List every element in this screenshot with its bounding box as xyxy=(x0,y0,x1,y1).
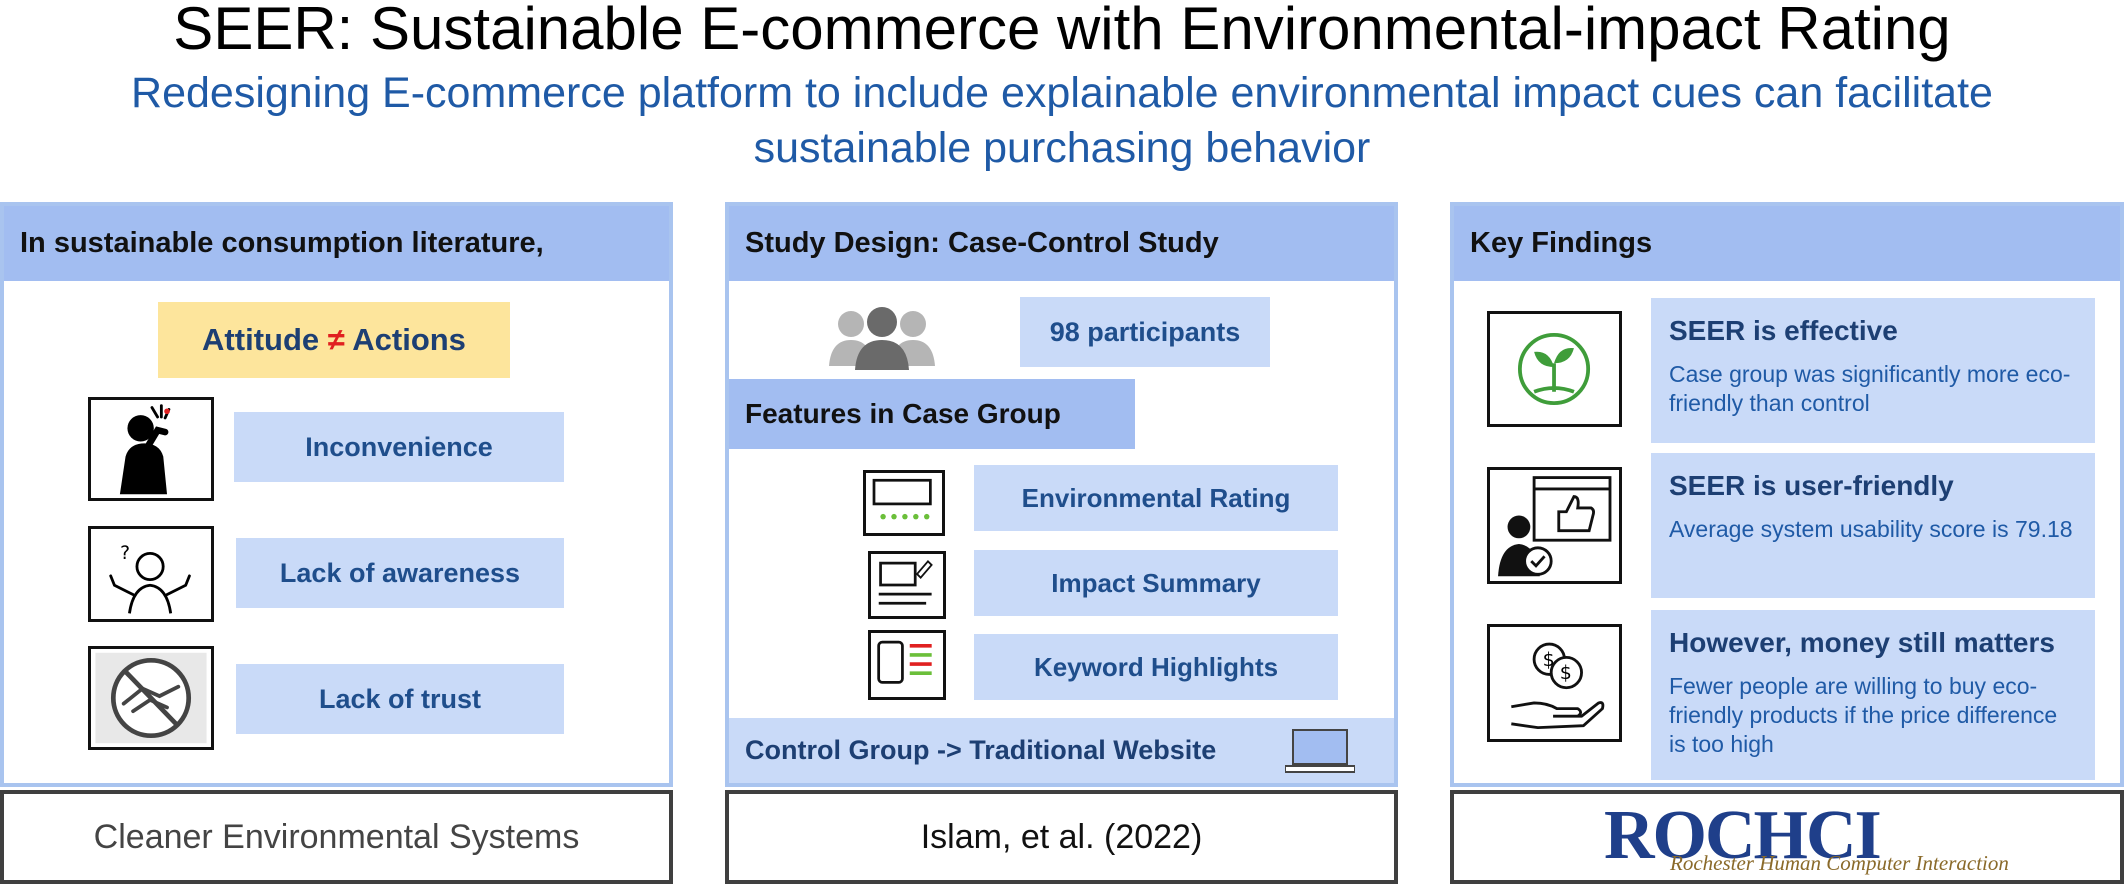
svg-text:$: $ xyxy=(1543,649,1555,671)
finding-title: SEER is effective xyxy=(1669,315,1898,346)
laptop-icon xyxy=(1285,729,1355,773)
barrier-awareness: Lack of awareness xyxy=(236,538,564,608)
finding-effective: SEER is effective Case group was signifi… xyxy=(1651,298,2095,443)
rating-screen-icon xyxy=(863,470,945,536)
key-findings-panel: Key Findings SEER is effective Case grou… xyxy=(1450,202,2124,787)
feature-impact-summary: Impact Summary xyxy=(974,550,1338,616)
finding-user-friendly: SEER is user-friendly Average system usa… xyxy=(1651,453,2095,598)
not-equal-symbol: ≠ xyxy=(327,322,345,357)
attitude-label: Attitude xyxy=(202,322,320,357)
finding-text: Case group was significantly more eco-fr… xyxy=(1669,361,2071,416)
finding-text: Average system usability score is 79.18 xyxy=(1669,516,2073,542)
svg-text:$: $ xyxy=(1560,662,1572,684)
control-group-label: Control Group -> Traditional Website xyxy=(745,735,1217,765)
citation-footer: Islam, et al. (2022) xyxy=(725,790,1398,884)
barrier-trust: Lack of trust xyxy=(236,664,564,734)
stressed-person-icon xyxy=(88,397,214,501)
control-group-bar: Control Group -> Traditional Website xyxy=(729,718,1394,783)
page-title: SEER: Sustainable E-commerce with Enviro… xyxy=(173,0,1951,62)
participants-count: 98 participants xyxy=(1020,297,1270,367)
case-group-heading: Features in Case Group xyxy=(729,379,1135,449)
thumbs-up-user-icon xyxy=(1487,467,1622,584)
participants-icon xyxy=(827,300,937,370)
literature-heading: In sustainable consumption literature, xyxy=(4,206,669,281)
journal-footer: Cleaner Environmental Systems xyxy=(0,790,673,884)
sprout-icon xyxy=(1487,311,1622,427)
barrier-inconvenience: Inconvenience xyxy=(234,412,564,482)
confused-person-icon: ? xyxy=(88,526,214,622)
key-findings-heading: Key Findings xyxy=(1454,206,2120,281)
summary-document-icon xyxy=(868,551,946,619)
svg-text:?: ? xyxy=(120,543,130,564)
highlight-screen-icon xyxy=(868,630,946,700)
finding-title: However, money still matters xyxy=(1669,627,2055,658)
finding-text: Fewer people are willing to buy eco-frie… xyxy=(1669,673,2058,757)
actions-label: Actions xyxy=(352,322,466,357)
money-hand-icon: $ $ xyxy=(1487,624,1622,742)
rochci-logo: ROCHCI xyxy=(1604,797,1882,874)
rochci-caption: Rochester Human Computer Interaction xyxy=(1670,851,2009,875)
literature-panel: In sustainable consumption literature, A… xyxy=(0,202,673,787)
study-design-heading: Study Design: Case-Control Study xyxy=(729,206,1394,281)
finding-money: However, money still matters Fewer peopl… xyxy=(1651,610,2095,780)
study-design-panel: Study Design: Case-Control Study 98 part… xyxy=(725,202,1398,787)
attitude-actions-box: Attitude ≠ Actions xyxy=(158,302,510,378)
no-handshake-icon xyxy=(88,646,214,750)
page-subtitle: Redesigning E-commerce platform to inclu… xyxy=(131,69,1993,172)
feature-keyword-highlights: Keyword Highlights xyxy=(974,634,1338,700)
finding-title: SEER is user-friendly xyxy=(1669,470,1954,501)
feature-environmental-rating: Environmental Rating xyxy=(974,465,1338,531)
lab-logo-footer: ROCHCI Rochester Human Computer Interact… xyxy=(1450,790,2124,884)
